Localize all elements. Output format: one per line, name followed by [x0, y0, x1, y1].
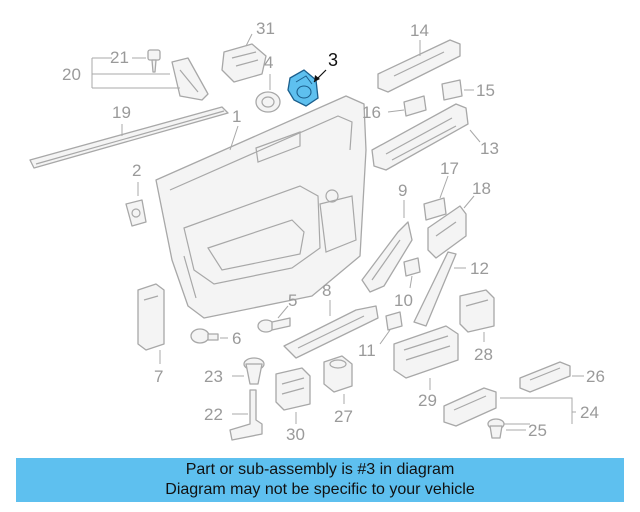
part-1-door-panel: [155, 95, 367, 319]
leader-17: [439, 175, 449, 199]
part-17-switch: [423, 197, 447, 221]
part-6-clip: [190, 328, 219, 344]
part-8-pull-handle: [283, 305, 379, 359]
callout-6: 6: [232, 329, 241, 348]
callout-31: 31: [256, 19, 275, 38]
leader-24: [500, 397, 576, 425]
leader-18: [463, 195, 475, 209]
leader-20: [91, 57, 180, 89]
part-23-fastener: [243, 357, 265, 385]
callout-19: 19: [112, 103, 131, 122]
callout-13: 13: [480, 139, 499, 158]
part-28-switch: [459, 289, 495, 333]
callout-30: 30: [286, 425, 305, 444]
callout-22: 22: [204, 405, 223, 424]
callout-28: 28: [474, 345, 493, 364]
part-16-switch: [403, 95, 427, 117]
callout-29: 29: [418, 391, 437, 410]
leader-5: [277, 305, 289, 319]
banner-line-disclaimer: Diagram may not be specific to your vehi…: [165, 481, 475, 498]
callout-23: 23: [204, 367, 223, 386]
part-15-switch: [441, 79, 463, 101]
callout-2: 2: [132, 161, 141, 180]
part-18-bezel: [427, 205, 467, 259]
leader-11: [379, 329, 391, 345]
part-11-clip: [385, 311, 403, 331]
part-24-handle-assembly: [443, 387, 497, 427]
callout-4: 4: [264, 53, 273, 72]
part-2-bracket: [125, 199, 147, 227]
callout-1: 1: [232, 107, 241, 126]
callout-10: 10: [394, 291, 413, 310]
part-29-master-switch: [393, 325, 459, 379]
callout-24: 24: [580, 403, 599, 422]
part-3-highlighted: [287, 69, 319, 107]
part-25-screw: [487, 418, 505, 439]
part-10-insert: [403, 257, 421, 277]
callout-26: 26: [586, 367, 605, 386]
callout-3: 3: [328, 50, 338, 70]
part-30-switch: [275, 367, 311, 411]
part-26-handle: [519, 361, 571, 393]
part-5-screw: [257, 317, 291, 333]
part-4-grommet: [255, 91, 281, 113]
leader-31: [245, 33, 253, 47]
part-7-module: [137, 283, 165, 351]
part-21-screw: [147, 49, 161, 73]
callout-16: 16: [362, 103, 381, 122]
part-13-switch-assembly: [371, 103, 469, 171]
callout-21: 21: [110, 48, 129, 67]
leader-13: [469, 129, 481, 143]
leader-3-arrowhead: [314, 75, 320, 82]
callout-20: 20: [62, 65, 81, 84]
parts-diagram: 19 20 21 31 4 3: [29, 19, 605, 444]
part-22-retainer: [229, 389, 263, 441]
callout-7: 7: [154, 367, 163, 386]
leader-16: [387, 109, 405, 113]
part-12-trim-strip: [413, 251, 457, 327]
callout-11: 11: [358, 341, 376, 360]
leader-1: [229, 125, 239, 151]
part-9-handle-trim: [361, 221, 413, 293]
callout-12: 12: [470, 259, 489, 278]
callout-9: 9: [398, 181, 407, 200]
callout-18: 18: [472, 179, 491, 198]
callout-25: 25: [528, 421, 547, 440]
part-20-mirror-trim: [171, 57, 209, 101]
callout-15: 15: [476, 81, 495, 100]
callout-27: 27: [334, 407, 353, 426]
part-31-switch: [221, 43, 267, 83]
callout-8: 8: [322, 281, 331, 300]
banner-line-part-number: Part or sub-assembly is #3 in diagram: [185, 461, 455, 478]
callout-17: 17: [440, 159, 459, 178]
callout-14: 14: [410, 21, 429, 40]
part-14-switch-panel: [377, 39, 461, 93]
part-27-socket: [323, 355, 353, 393]
info-banner: Part or sub-assembly is #3 in diagram Di…: [16, 458, 624, 502]
leader-10: [409, 275, 413, 289]
callout-5: 5: [288, 291, 297, 310]
part-19-belt-moulding: [29, 106, 229, 169]
